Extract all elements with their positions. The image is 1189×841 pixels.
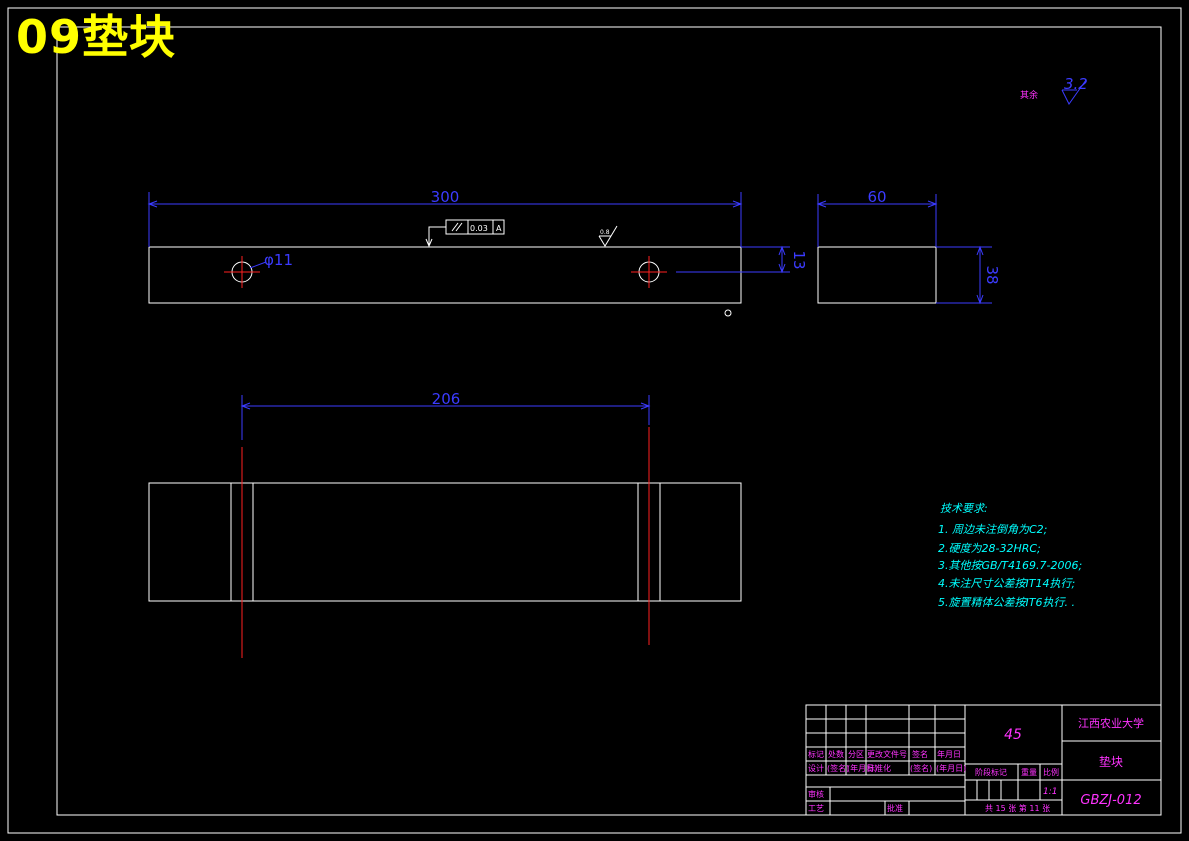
tb-approve-label: 批准 [887, 803, 903, 813]
tech-req-item-1: 1. 周边未注倒角为C2; [938, 523, 1047, 536]
hole-right [631, 256, 667, 288]
tech-req-item-4: 4.未注尺寸公差按IT14执行; [938, 577, 1075, 590]
inner-border [56, 26, 1162, 816]
top-view-hole-lines [230, 483, 661, 601]
tb-mark-5: 年月日 [937, 749, 961, 759]
dim-width-lines [816, 194, 938, 247]
title-block-grid [805, 704, 1162, 816]
surface-roughness-value: 0.8 [600, 229, 610, 236]
drawing-title: 09垫块 [16, 10, 177, 64]
tb-weight-label: 重量 [1021, 767, 1037, 777]
tb-school: 江西农业大学 [1078, 716, 1144, 730]
small-mark-icon [724, 309, 732, 317]
dim-thickness-lines [676, 245, 790, 274]
dim-length-text: 300 [431, 188, 460, 206]
tb-mark-2: 分区 [848, 750, 864, 759]
tolerance-datum: A [496, 224, 502, 233]
dim-hole-spacing-lines [240, 395, 651, 440]
tb-mark-4: 签名 [912, 749, 928, 759]
tb-part-name: 垫块 [1099, 754, 1123, 769]
front-view-outline [148, 246, 742, 304]
tb-design-5: (年月日) [936, 763, 966, 773]
tb-design-2: (年月日) [847, 763, 877, 773]
tb-mark-3: 更改文件号 [867, 749, 907, 759]
tech-req-item-2: 2.硬度为28-32HRC; [938, 542, 1041, 555]
tb-process-label: 工艺 [808, 804, 824, 813]
tech-req-title: 技术要求: [940, 502, 988, 515]
tech-req-item-5: 5.旋置精体公差按IT6执行. . [938, 596, 1075, 609]
title-block-row-design: 设计 (签名) (年月日) 标准化 (签名) (年月日) [808, 763, 966, 773]
general-roughness-label: 其余 [1020, 89, 1038, 101]
general-roughness-value: 3.2 [1064, 75, 1088, 93]
tb-stage-label: 阶段标记 [975, 767, 1007, 777]
tb-drawing-no: GBZJ-012 [1080, 793, 1141, 808]
tb-design-4: (签名) [910, 763, 932, 773]
hole-diameter-text: φ11 [264, 251, 293, 269]
tb-sheets: 共 15 张 第 11 张 [985, 803, 1050, 813]
dim-height-lines [936, 245, 992, 305]
tb-scale-value: 1:1 [1043, 787, 1057, 797]
hole-leader [249, 261, 267, 269]
side-view-outline [817, 246, 937, 304]
tech-req-item-3: 3.其他按GB/T4169.7-2006; [938, 559, 1082, 572]
tb-design-1: (签名) [827, 763, 849, 773]
dim-height-text: 38 [983, 265, 1001, 284]
tb-material: 45 [1004, 727, 1022, 743]
tolerance-value: 0.03 [470, 224, 488, 233]
dim-thickness-text: 13 [790, 250, 808, 269]
title-block-row-mark: 标记 处数 分区 更改文件号 签名 年月日 [808, 749, 961, 759]
top-view-centerlines [241, 427, 650, 658]
tolerance-frame [425, 219, 505, 248]
dim-hole-spacing-text: 206 [432, 390, 461, 408]
general-roughness-symbol [1061, 79, 1087, 105]
dim-length-lines [147, 192, 743, 247]
tb-mark-0: 标记 [808, 749, 824, 759]
tb-scale-label: 比例 [1043, 767, 1059, 777]
hole-left [224, 256, 260, 288]
dim-width-text: 60 [867, 188, 886, 206]
tb-mark-1: 处数 [828, 749, 844, 759]
tb-review-label: 审核 [808, 789, 824, 799]
tb-design-3: 标准化 [867, 763, 891, 773]
tb-design-0: 设计 [808, 763, 824, 773]
surface-roughness-symbol [598, 225, 618, 247]
top-view-outline [148, 482, 742, 602]
outer-border [7, 7, 1182, 834]
